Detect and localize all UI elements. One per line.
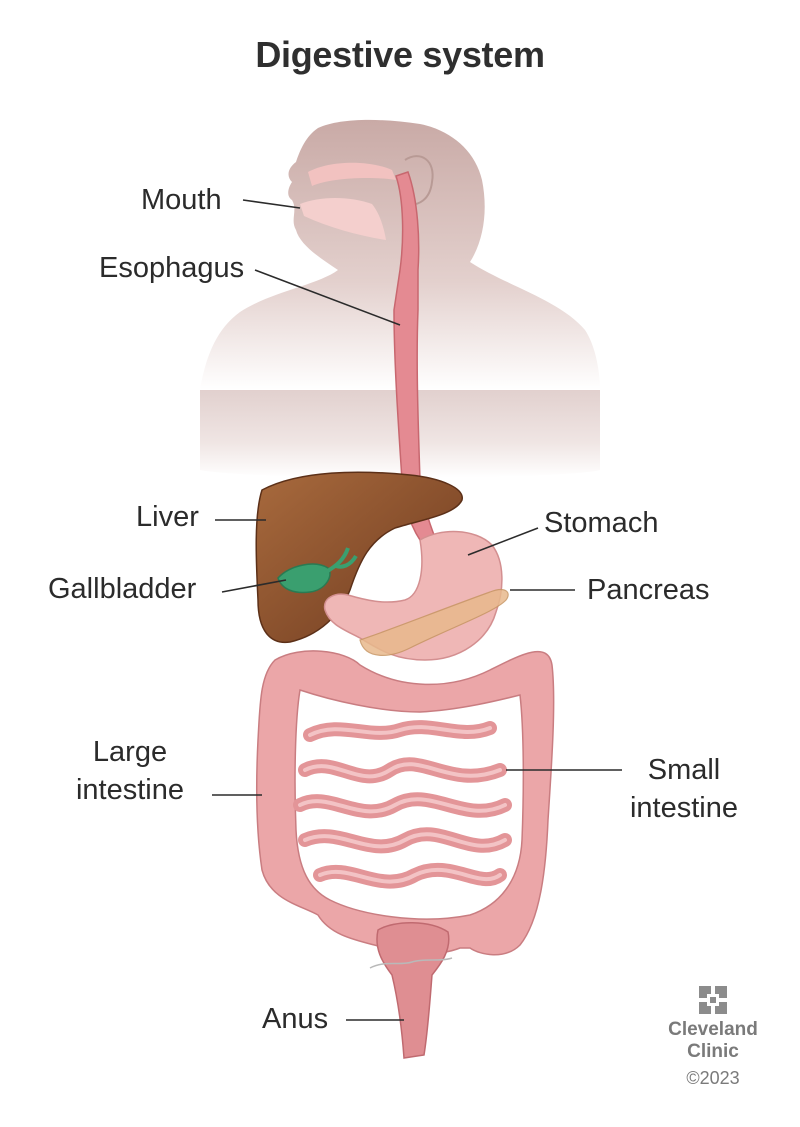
label-gallbladder: Gallbladder (48, 573, 197, 605)
liver-organ (255, 471, 463, 644)
label-small-intestine: Small intestine (614, 751, 754, 827)
brand-name-line2: Clinic (687, 1041, 739, 1062)
label-small-intestine-line2: intestine (629, 792, 738, 824)
leader-stomach (467, 527, 539, 556)
diagram-title: Digestive system (255, 34, 545, 75)
leader-gallbladder (221, 579, 287, 593)
mouth-cavity (300, 162, 396, 240)
cleveland-clinic-brand: Cleveland Clinic ©2023 (660, 985, 766, 1091)
copyright-text: ©2023 (686, 1068, 740, 1088)
gallbladder-organ (277, 547, 358, 594)
brand-name-line1: Cleveland (668, 1019, 758, 1040)
large-intestine-organ (256, 650, 555, 956)
label-liver: Liver (136, 501, 199, 533)
label-pancreas: Pancreas (587, 574, 710, 606)
leader-mouth (242, 199, 301, 209)
label-large-intestine: Large intestine (60, 733, 200, 809)
label-stomach: Stomach (544, 507, 659, 539)
leader-lines (212, 199, 622, 1021)
label-small-intestine-line1: Small (647, 754, 721, 786)
label-anus: Anus (262, 1003, 329, 1035)
label-large-intestine-line2: intestine (75, 774, 184, 806)
rectum-anus-organ (376, 922, 450, 1059)
label-esophagus: Esophagus (99, 252, 245, 284)
cleveland-clinic-logo-icon (699, 986, 727, 1014)
pancreas-organ (359, 588, 509, 656)
leader-esophagus (254, 269, 401, 326)
label-large-intestine-line1: Large (92, 736, 168, 768)
label-mouth: Mouth (141, 184, 222, 216)
